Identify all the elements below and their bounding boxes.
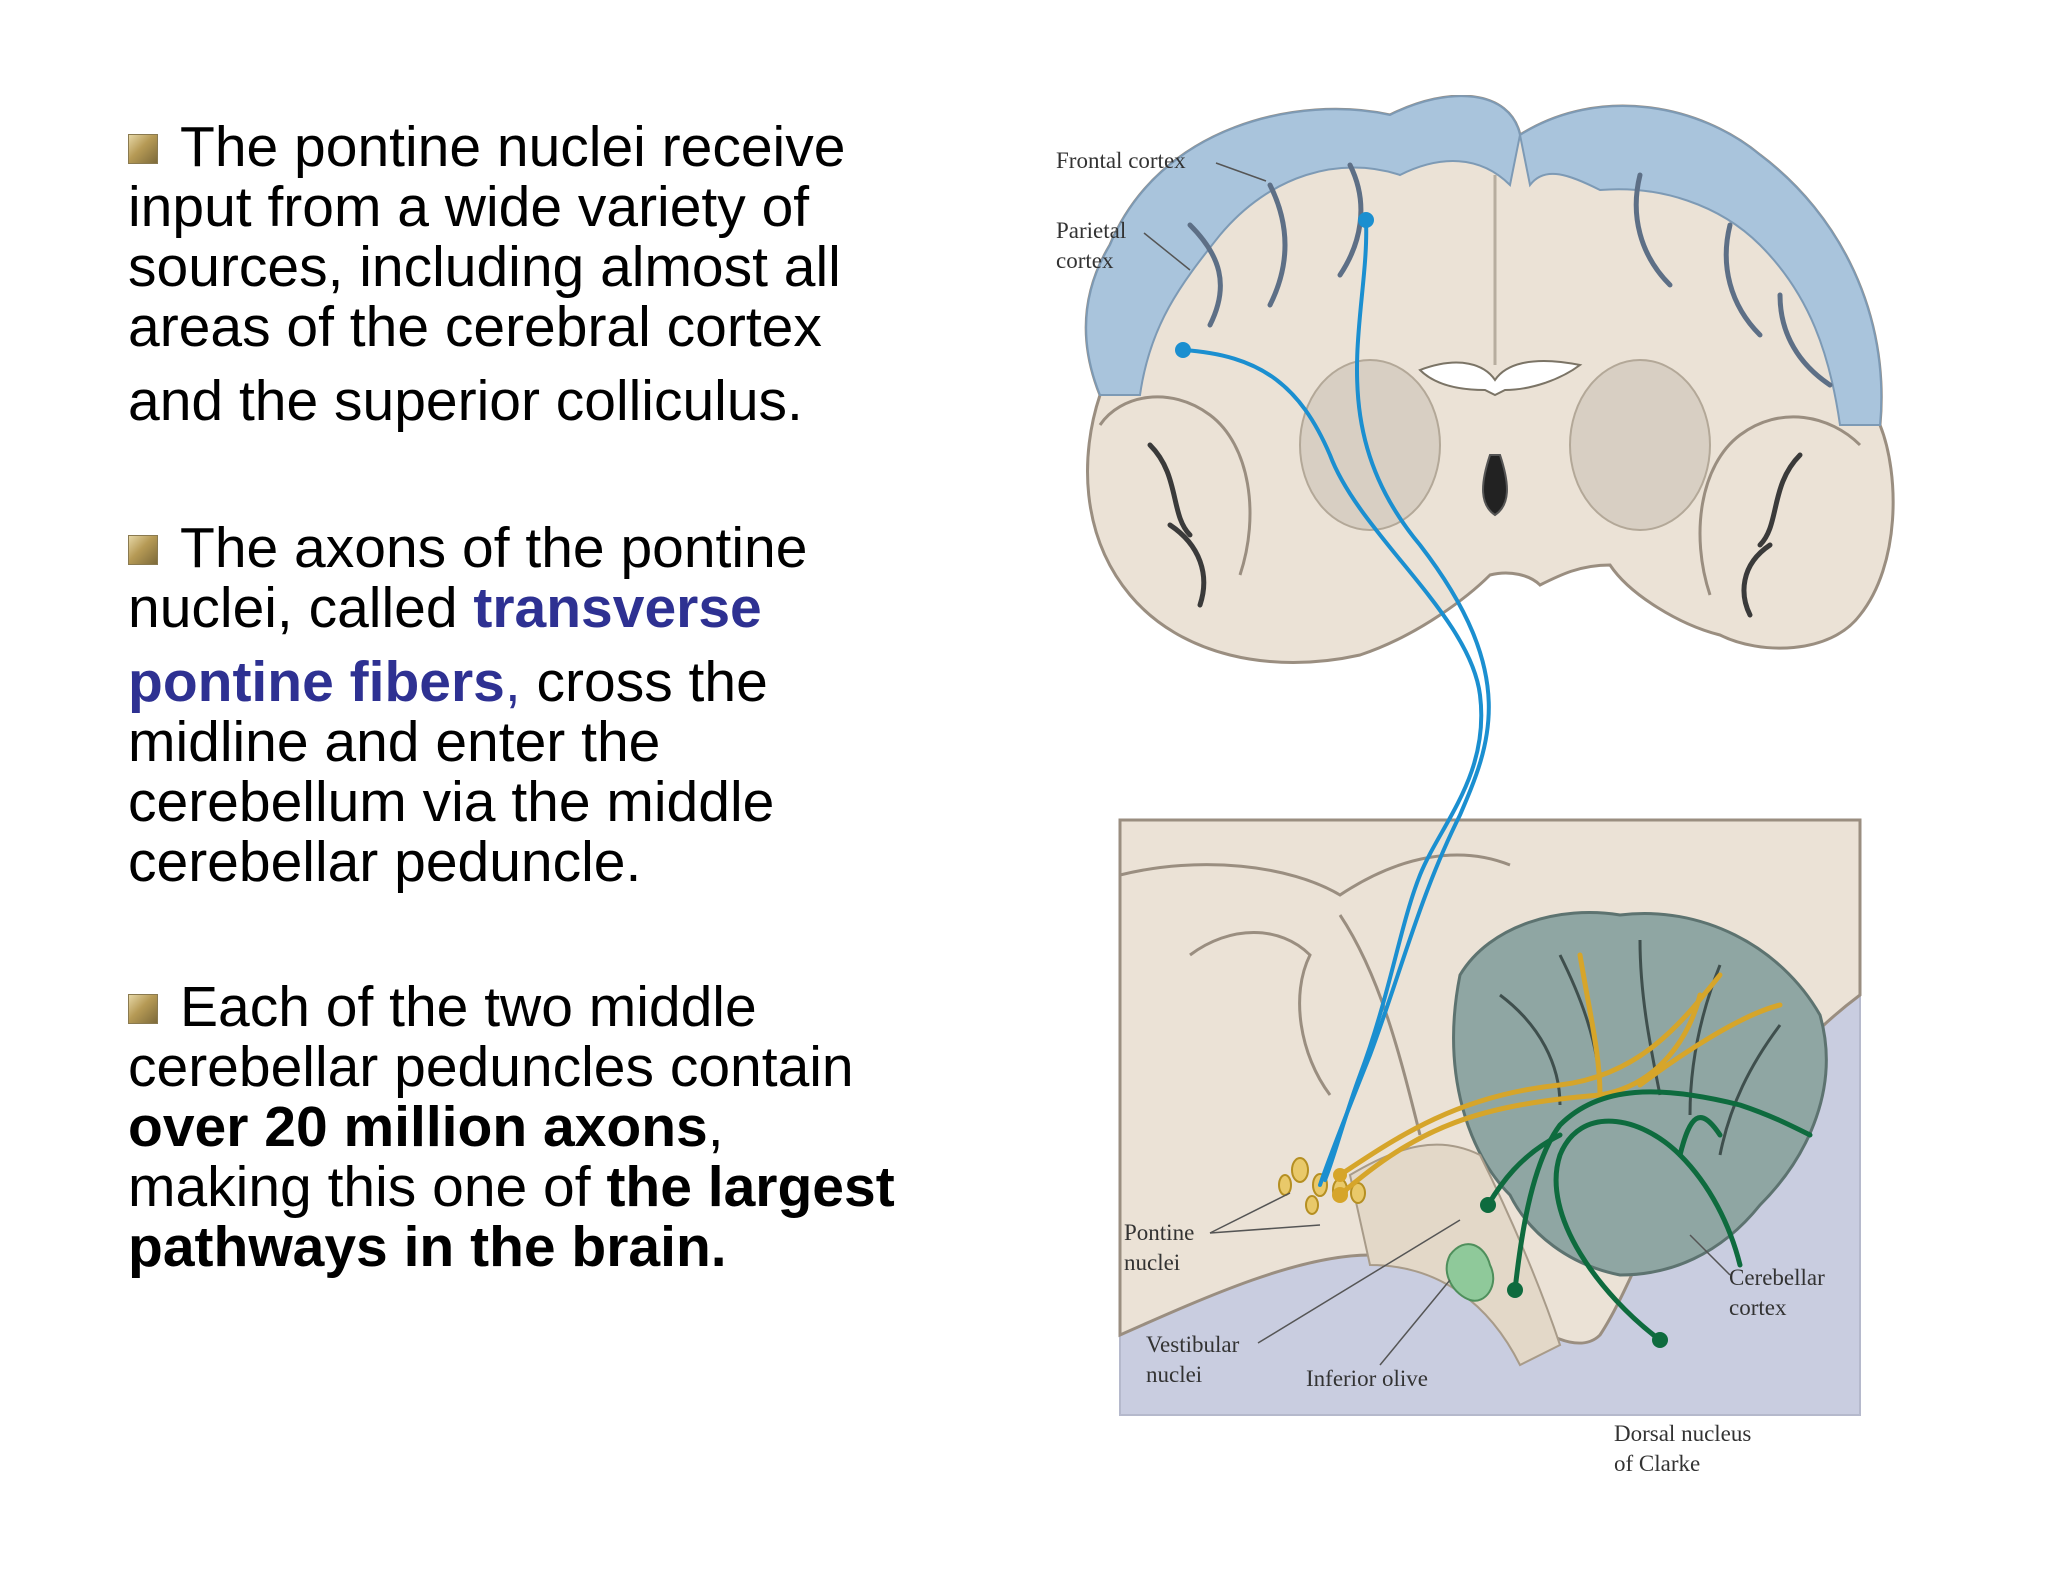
cortex-band-right [1518, 105, 1883, 426]
paragraph-pontine-input: The pontine nuclei receive input from a … [128, 115, 846, 433]
sagittal-brainstem-panel [1118, 818, 1862, 1416]
svg-text:nuclei: nuclei [1124, 1250, 1180, 1275]
bullet-icon [128, 994, 158, 1024]
figure-labels: Frontal cortex Parietal cortex Pontine n… [1056, 148, 1825, 1476]
cortex-band-left [1085, 95, 1522, 396]
label-parietal-cortex: Parietal [1056, 218, 1126, 243]
paragraph-peduncle-axons: Each of the two middle cerebellar pedunc… [128, 977, 1008, 1277]
highlight-term: pontine fibers [128, 650, 505, 714]
bullet-icon [128, 535, 158, 565]
label-pontine-nuclei: Pontine [1124, 1220, 1194, 1245]
label-inferior-olive: Inferior olive [1306, 1366, 1428, 1391]
bold-phrase: over 20 million axons [128, 1095, 708, 1159]
bold-phrase: the largest [606, 1155, 895, 1219]
svg-text:of Clarke: of Clarke [1614, 1451, 1700, 1476]
bold-phrase: pathways in the brain. [128, 1215, 727, 1279]
coronal-brain-section [1084, 95, 1895, 664]
bullet-icon [128, 134, 158, 164]
svg-text:cortex: cortex [1056, 248, 1114, 273]
paragraph-transverse-fibers: The axons of the pontine nuclei, called … [128, 516, 808, 894]
label-frontal-cortex: Frontal cortex [1056, 148, 1186, 173]
inferior-olive-shape [1445, 1243, 1495, 1302]
pathway-corticopontine-blue [1175, 212, 1491, 1187]
pathway-pontocerebellar-gold [1332, 952, 1783, 1203]
svg-text:nuclei: nuclei [1146, 1362, 1202, 1387]
pathway-spinocerebellar-green [1480, 1089, 1813, 1348]
label-cerebellar-cortex: Cerebellar [1729, 1265, 1825, 1290]
label-dorsal-nucleus-of-clarke: Dorsal nucleus [1614, 1421, 1751, 1446]
brain-pathway-figure: Frontal cortex Parietal cortex Pontine n… [1056, 95, 1895, 1476]
third-ventricle [1482, 454, 1508, 517]
svg-text:cortex: cortex [1729, 1295, 1787, 1320]
highlight-term: transverse [473, 576, 762, 640]
label-vestibular-nuclei: Vestibular [1146, 1332, 1240, 1357]
lateral-ventricles [1418, 359, 1583, 397]
